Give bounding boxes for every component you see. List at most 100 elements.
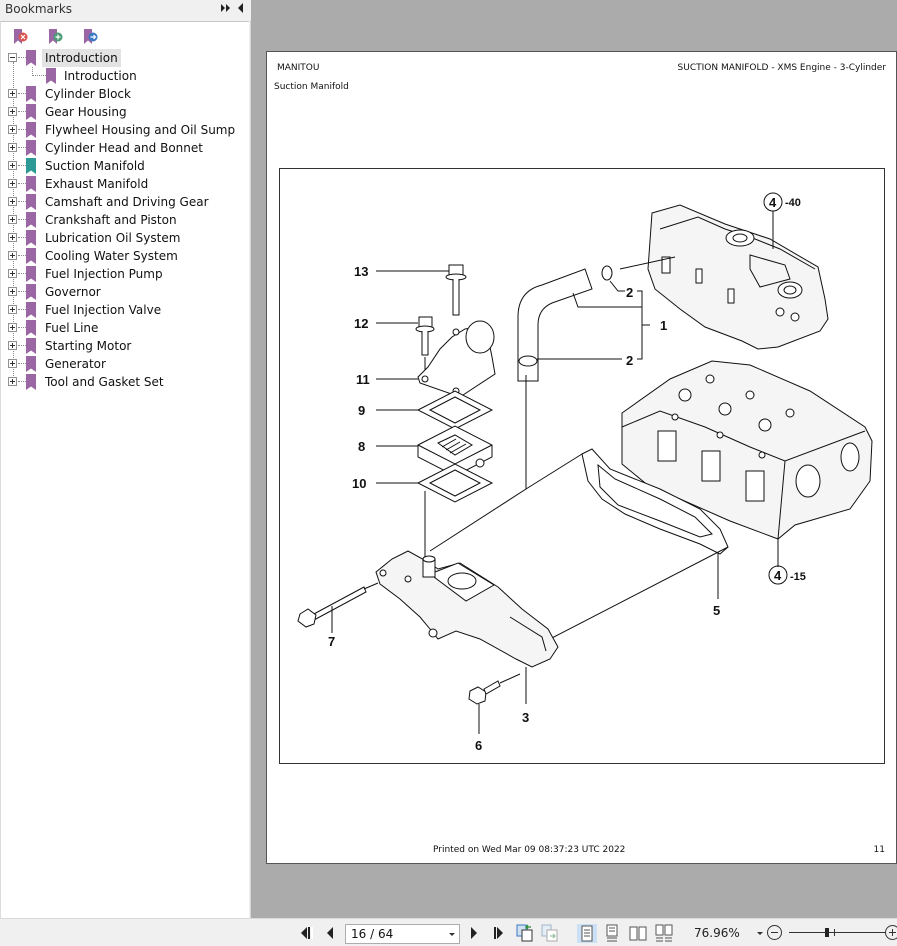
bookmark-label[interactable]: Suction Manifold (45, 159, 145, 173)
tree-connector (18, 291, 26, 292)
add-bookmark-icon[interactable] (48, 28, 64, 46)
bookmark-item[interactable]: Lubrication Oil System (1, 229, 250, 247)
bookmark-icon (26, 140, 36, 156)
bookmark-label[interactable]: Fuel Line (45, 321, 99, 335)
suction-manifold-part (375, 550, 559, 668)
callout-4-40-number: 4 (769, 195, 777, 210)
bookmark-label[interactable]: Lubrication Oil System (45, 231, 181, 245)
bookmark-item[interactable]: Cylinder Head and Bonnet (1, 139, 250, 157)
expand-icon[interactable] (8, 305, 17, 314)
bookmark-item[interactable]: Crankshaft and Piston (1, 211, 250, 229)
bookmark-icon (26, 50, 36, 66)
zoom-in-icon[interactable] (885, 925, 897, 940)
expand-icon[interactable] (8, 287, 17, 296)
bookmark-item[interactable]: Exhaust Manifold (1, 175, 250, 193)
expand-icon[interactable] (8, 341, 17, 350)
expand-icon[interactable] (8, 107, 17, 116)
collapse-icon[interactable] (8, 53, 17, 62)
bookmark-item[interactable]: Fuel Injection Pump (1, 265, 250, 283)
expand-icon[interactable] (8, 269, 17, 278)
expand-icon[interactable] (8, 359, 17, 368)
bookmark-item[interactable]: Fuel Line (1, 319, 250, 337)
single-page-icon[interactable] (577, 924, 597, 943)
go-to-bookmark-icon[interactable] (83, 28, 99, 46)
callout-5: 5 (713, 603, 720, 618)
bookmark-item[interactable]: Flywheel Housing and Oil Sump (1, 121, 250, 139)
next-view-icon[interactable] (541, 924, 559, 942)
collapse-left-icon[interactable] (237, 3, 244, 17)
bookmark-label[interactable]: Fuel Injection Pump (45, 267, 163, 281)
callout-7: 7 (328, 634, 335, 649)
callout-8: 8 (358, 439, 365, 454)
facing-icon[interactable] (628, 924, 648, 943)
bookmark-item[interactable]: Suction Manifold (1, 157, 250, 175)
continuous-icon[interactable] (602, 924, 622, 943)
zoom-level[interactable]: 76.96% (694, 926, 740, 940)
zoom-slider[interactable] (789, 928, 885, 937)
bookmark-label[interactable]: Fuel Injection Valve (45, 303, 162, 317)
tree-connector (18, 183, 26, 184)
previous-page-icon[interactable] (325, 925, 335, 941)
page-number-input[interactable]: 16 / 64 (345, 924, 460, 944)
bookmark-icon (26, 356, 36, 372)
tree-connector (18, 237, 26, 238)
bookmark-label[interactable]: Starting Motor (45, 339, 132, 353)
bookmark-item[interactable]: Fuel Injection Valve (1, 301, 250, 319)
bookmark-label[interactable]: Flywheel Housing and Oil Sump (45, 123, 236, 137)
zoom-slider-thumb[interactable] (825, 928, 829, 937)
expand-icon[interactable] (8, 161, 17, 170)
bookmark-label[interactable]: Camshaft and Driving Gear (45, 195, 209, 209)
expand-icon[interactable] (8, 215, 17, 224)
bookmark-label[interactable]: Introduction (42, 49, 121, 67)
bookmark-item[interactable]: Gear Housing (1, 103, 250, 121)
bookmark-label[interactable]: Governor (45, 285, 101, 299)
document-viewport[interactable]: MANITOU SUCTION MANIFOLD - XMS Engine - … (252, 0, 897, 918)
zoom-slider-tick (834, 929, 835, 936)
zoom-out-icon[interactable] (767, 925, 782, 940)
delete-bookmark-icon[interactable] (13, 28, 29, 46)
bookmark-label[interactable]: Gear Housing (45, 105, 127, 119)
bookmark-label[interactable]: Crankshaft and Piston (45, 213, 177, 227)
previous-view-icon[interactable] (516, 924, 534, 942)
bookmark-child-item[interactable]: Introduction (1, 67, 250, 85)
expand-icon[interactable] (8, 323, 17, 332)
tree-connector (18, 93, 26, 94)
expand-icon[interactable] (8, 125, 17, 134)
next-page-icon[interactable] (469, 925, 479, 941)
bookmark-icon (26, 284, 36, 300)
bookmark-label[interactable]: Cooling Water System (45, 249, 178, 263)
expand-icon[interactable] (8, 377, 17, 386)
callout-4-15-suffix: -15 (790, 571, 806, 583)
expand-icon[interactable] (8, 251, 17, 260)
chevron-down-icon[interactable] (449, 933, 455, 936)
expand-icon[interactable] (8, 233, 17, 242)
bookmark-label[interactable]: Cylinder Head and Bonnet (45, 141, 203, 155)
bookmark-item[interactable]: Tool and Gasket Set (1, 373, 250, 391)
bookmark-item[interactable]: Generator (1, 355, 250, 373)
bookmark-item[interactable]: Starting Motor (1, 337, 250, 355)
bookmark-item[interactable]: Camshaft and Driving Gear (1, 193, 250, 211)
bookmark-item[interactable]: Cylinder Block (1, 85, 250, 103)
expand-icon[interactable] (8, 143, 17, 152)
expand-icon[interactable] (8, 197, 17, 206)
bookmark-item[interactable]: Cooling Water System (1, 247, 250, 265)
last-page-icon[interactable] (491, 925, 505, 941)
tree-connector (18, 327, 26, 328)
bookmark-item[interactable]: Governor (1, 283, 250, 301)
first-page-icon[interactable] (300, 925, 314, 941)
bookmark-label[interactable]: Introduction (64, 69, 137, 83)
bookmark-item[interactable]: Introduction (1, 49, 250, 67)
continuous-facing-icon[interactable] (654, 924, 674, 943)
bookmark-label[interactable]: Generator (45, 357, 106, 371)
bookmark-label[interactable]: Cylinder Block (45, 87, 131, 101)
callout-2-lower: 2 (626, 353, 633, 368)
bookmark-label[interactable]: Tool and Gasket Set (45, 375, 164, 389)
zoom-dropdown-icon[interactable] (757, 932, 763, 935)
bookmark-label[interactable]: Exhaust Manifold (45, 177, 149, 191)
expand-icon[interactable] (8, 179, 17, 188)
tree-connector (18, 273, 26, 274)
double-right-arrow-icon[interactable] (221, 3, 231, 17)
expand-icon[interactable] (8, 89, 17, 98)
